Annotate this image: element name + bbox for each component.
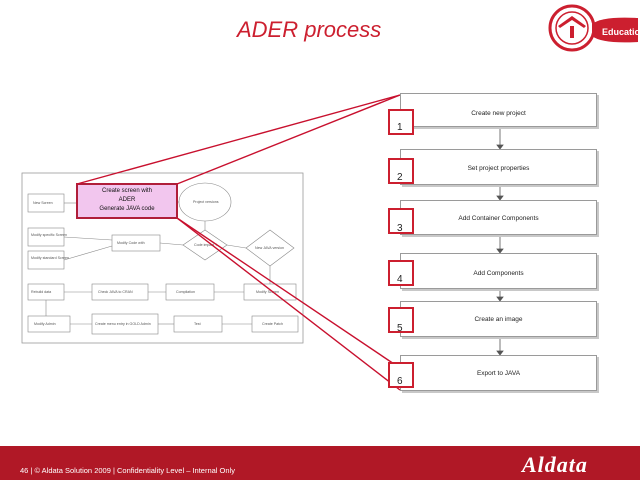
fc-label-modify-specific: Modify specific Screen [31,233,67,237]
footer-text: 46 | © Aldata Solution 2009 | Confidenti… [20,466,235,475]
step-number-4: 4 [397,274,403,285]
step-number-3: 3 [397,223,403,234]
highlight-line3: Generate JAVA code [99,206,155,212]
highlight-line2: ADER [118,197,136,203]
fc-label-compilation: Compilation [176,290,195,294]
step-label-4: Add Components [473,270,524,277]
step-number-box-5 [388,307,414,333]
fc-label-code-impact: Code impact ? [194,243,217,247]
step-box-3 [400,200,597,235]
step-box-6 [400,355,597,391]
highlight-line1: Create screen with [101,188,153,194]
fc-label-screen-access: Create menu entry in GOLD Admin [95,322,151,326]
fc-modify-standard-box [27,250,65,270]
step-number-box-1 [388,109,414,135]
fc-label-project-versions: Project versions [193,200,219,204]
fc-label-test: Test [194,322,201,326]
step-label-2: Set project properties [467,165,530,172]
step-arrows [496,128,504,356]
callout-lines [76,94,401,391]
fc-label-new-screen: New Screen [33,201,53,205]
step-number-box-6 [388,362,414,388]
step-box-4 [400,253,597,289]
step-number-6: 6 [397,376,403,387]
step-box-1 [400,93,597,127]
step-number-box-4 [388,260,414,286]
step-number-box-2 [388,158,414,184]
fc-label-modify-standard: Modify standard Screen [31,256,69,260]
fc-label-modify-admin: Modify Admin [34,322,56,326]
fc-label-rebuild-data: Rebuild data [31,290,51,294]
fc-label-check-java: Check JAVA to CRAN [98,290,133,294]
step-number-1: 1 [397,122,403,133]
step-label-3: Add Container Components [458,215,539,222]
step-label-1: Create new project [471,110,526,117]
highlight-text: Create screen with ADER Generate JAVA co… [78,187,176,214]
fc-code-impact-diamond [182,229,228,261]
fc-label-new-java: New JAVA version [255,246,284,250]
step-box-5 [400,301,597,337]
step-number-2: 2 [397,172,403,183]
step-number-box-3 [388,208,414,234]
education-logo [540,2,638,54]
footer-bar [0,446,640,480]
fc-label-modify-code: Modify Code with [117,241,145,245]
logo-label: Education [602,27,640,37]
step-label-6: Export to JAVA [476,370,521,377]
fc-label-modify-screen: Modify Screen [256,290,279,294]
fc-label-create-patch: Create Patch [262,322,283,326]
highlight-box [76,183,178,219]
page-title: ADER process [237,17,382,42]
step-number-5: 5 [397,323,403,334]
aldata-logo: Aldata [522,452,588,477]
step-box-2 [400,149,597,185]
fc-modify-specific-box [27,227,65,247]
step-label-5: Create an image [474,316,523,323]
